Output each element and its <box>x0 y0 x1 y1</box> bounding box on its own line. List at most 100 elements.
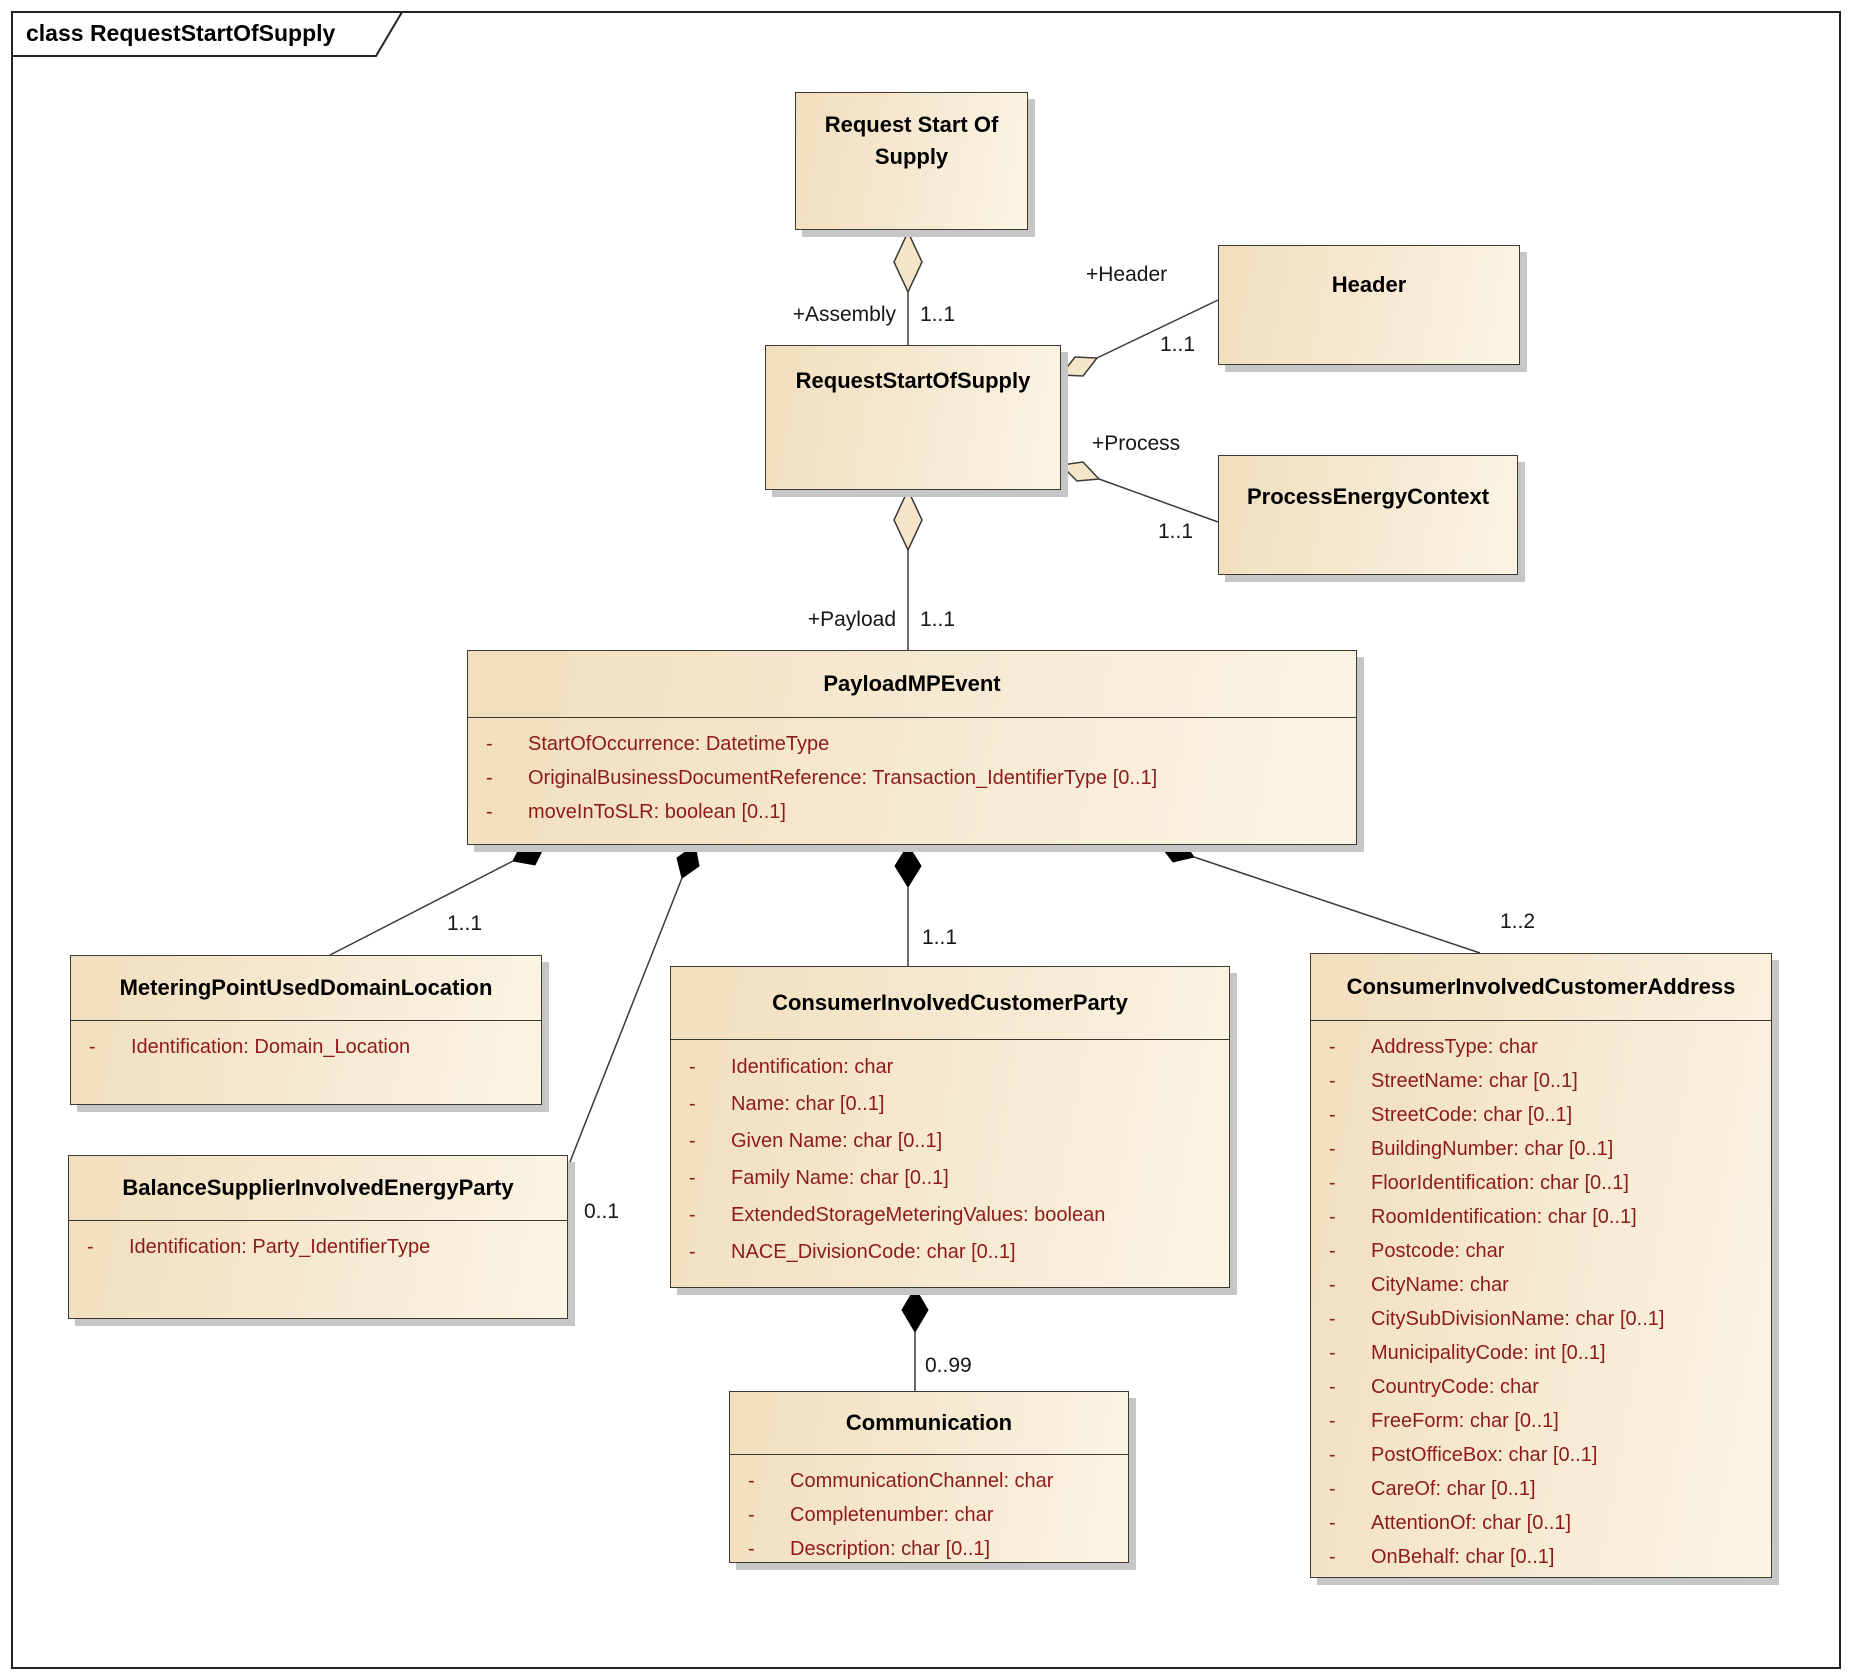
class-consumer-involved-customer-address[interactable]: ConsumerInvolvedCustomerAddress -Address… <box>1310 953 1772 1578</box>
visibility-marker: - <box>689 1130 696 1152</box>
visibility-marker: - <box>1329 1206 1336 1228</box>
class-title: ConsumerInvolvedCustomerParty <box>772 990 1128 1015</box>
class-metering-point-used-domain-location[interactable]: MeteringPointUsedDomainLocation -Identif… <box>70 955 542 1105</box>
attribute-text: Completenumber: char <box>790 1504 994 1526</box>
attribute-row: -Description: char [0..1] <box>730 1532 1122 1566</box>
attribute-list: -Identification: Domain_Location <box>71 1021 541 1064</box>
attribute-row: -StreetCode: char [0..1] <box>1311 1098 1765 1132</box>
label-process-mult: 1..1 <box>1158 520 1194 543</box>
attribute-row: - CountryCode: char <box>1311 1370 1765 1404</box>
attribute-text: CommunicationChannel: char <box>790 1470 1054 1492</box>
visibility-marker: - <box>1329 1274 1336 1296</box>
attribute-row: -AddressType: char <box>1311 1030 1765 1064</box>
attribute-row: -PostOfficeBox: char [0..1] <box>1311 1438 1765 1472</box>
visibility-marker: - <box>486 801 493 823</box>
attribute-row: - Family Name: char [0..1] <box>671 1160 1223 1197</box>
compartment-separator <box>69 1220 567 1221</box>
visibility-marker: - <box>87 1236 94 1258</box>
attribute-row: - Postcode: char <box>1311 1234 1765 1268</box>
attribute-row: -StartOfOccurrence: DatetimeType <box>468 727 1350 761</box>
compartment-separator <box>730 1454 1128 1455</box>
attribute-text: AttentionOf: char [0..1] <box>1371 1512 1572 1534</box>
attribute-row: - CareOf: char [0..1] <box>1311 1472 1765 1506</box>
class-title: PayloadMPEvent <box>823 671 1001 696</box>
attribute-row: -CitySubDivisionName: char [0..1] <box>1311 1302 1765 1336</box>
visibility-marker: - <box>1329 1512 1336 1534</box>
class-consumer-involved-customer-party[interactable]: ConsumerInvolvedCustomerParty - Identific… <box>670 966 1230 1288</box>
attribute-text: Postcode: char <box>1371 1240 1505 1262</box>
class-title: ConsumerInvolvedCustomerAddress <box>1346 974 1736 999</box>
diagram-title: class RequestStartOfSupply <box>26 20 336 46</box>
class-title: ProcessEnergyContext <box>1246 484 1490 509</box>
connector-metering <box>329 860 514 956</box>
aggregation-diamond-assembly <box>893 230 923 294</box>
class-title: RequestStartOfSupply <box>795 368 1031 393</box>
visibility-marker: - <box>1329 1104 1336 1126</box>
attribute-text: MunicipalityCode: int [0..1] <box>1371 1342 1606 1364</box>
class-process-energy-context[interactable]: ProcessEnergyContext <box>1218 455 1518 575</box>
label-payload-role: +Payload <box>807 608 896 631</box>
visibility-marker: - <box>1329 1070 1336 1092</box>
label-assembly-mult: 1..1 <box>920 303 956 326</box>
diagram-title-tab <box>11 11 404 57</box>
aggregation-diamond-payload <box>893 488 923 552</box>
label-address-mult: 1..2 <box>1500 910 1536 933</box>
attribute-text: Description: char [0..1] <box>790 1538 991 1560</box>
attribute-text: OnBehalf: char [0..1] <box>1371 1546 1555 1568</box>
attribute-row: -OriginalBusinessDocumentReference: Tran… <box>468 761 1350 795</box>
label-balance-mult: 0..1 <box>584 1200 620 1223</box>
visibility-marker: - <box>1329 1308 1336 1330</box>
attribute-text: CityName: char <box>1371 1274 1509 1296</box>
attribute-row: - Given Name: char [0..1] <box>671 1123 1223 1160</box>
attribute-row: -FreeForm: char [0..1] <box>1311 1404 1765 1438</box>
attribute-text: BuildingNumber: char [0..1] <box>1371 1138 1614 1160</box>
attribute-text: PostOfficeBox: char [0..1] <box>1371 1444 1598 1466</box>
visibility-marker: - <box>1329 1342 1336 1364</box>
attribute-row: - OnBehalf: char [0..1] <box>1311 1540 1765 1574</box>
attribute-text: Family Name: char [0..1] <box>731 1167 949 1189</box>
compartment-separator <box>671 1039 1229 1040</box>
attribute-text: CareOf: char [0..1] <box>1371 1478 1536 1500</box>
visibility-marker: - <box>89 1036 96 1058</box>
label-header-mult: 1..1 <box>1160 333 1196 356</box>
attribute-text: Given Name: char [0..1] <box>731 1130 943 1152</box>
visibility-marker: - <box>1329 1376 1336 1398</box>
class-communication[interactable]: Communication -CommunicationChannel: cha… <box>729 1391 1129 1563</box>
attribute-row: - AttentionOf: char [0..1] <box>1311 1506 1765 1540</box>
attribute-text: StartOfOccurrence: DatetimeType <box>528 733 830 755</box>
visibility-marker: - <box>1329 1546 1336 1568</box>
attribute-text: Identification: char <box>731 1056 894 1078</box>
visibility-marker: - <box>1329 1240 1336 1262</box>
attribute-text: CountryCode: char <box>1371 1376 1539 1398</box>
attribute-text: NACE_DivisionCode: char [0..1] <box>731 1241 1016 1263</box>
class-payload-mp-event[interactable]: PayloadMPEvent -StartOfOccurrence: Datet… <box>467 650 1357 845</box>
visibility-marker: - <box>689 1204 696 1226</box>
attribute-list: -StartOfOccurrence: DatetimeType-Origina… <box>468 718 1356 829</box>
visibility-marker: - <box>1329 1478 1336 1500</box>
connector-balance <box>565 877 683 1173</box>
attribute-text: OriginalBusinessDocumentReference: Trans… <box>528 767 1158 789</box>
visibility-marker: - <box>689 1056 696 1078</box>
attribute-row: -NACE_DivisionCode: char [0..1] <box>671 1234 1223 1271</box>
class-request-start-of-supply-doc[interactable]: Request Start Of Supply <box>795 92 1028 230</box>
class-balance-supplier-involved-energy-party[interactable]: BalanceSupplierInvolvedEnergyParty -Iden… <box>68 1155 568 1319</box>
label-payload-mult: 1..1 <box>920 608 956 631</box>
compartment-separator <box>71 1020 541 1021</box>
label-assembly-role: +Assembly <box>792 303 896 326</box>
attribute-row: -ExtendedStorageMeteringValues: boolean <box>671 1197 1223 1234</box>
attribute-row: - Identification: char <box>671 1049 1223 1086</box>
visibility-marker: - <box>689 1167 696 1189</box>
label-header-role: +Header <box>1086 263 1168 286</box>
class-request-start-of-supply[interactable]: RequestStartOfSupply <box>765 345 1061 490</box>
diagram-frame <box>11 11 1841 1669</box>
attribute-row: -Identification: Domain_Location <box>71 1030 535 1064</box>
class-title: BalanceSupplierInvolvedEnergyParty <box>122 1175 514 1200</box>
attribute-text: StreetName: char [0..1] <box>1371 1070 1578 1092</box>
label-party-mult: 1..1 <box>922 926 958 949</box>
attribute-row: -FloorIdentification: char [0..1] <box>1311 1166 1765 1200</box>
attribute-row: - StreetName: char [0..1] <box>1311 1064 1765 1098</box>
compartment-separator <box>1311 1020 1771 1021</box>
composition-diamond-communication <box>901 1287 929 1333</box>
class-header[interactable]: Header <box>1218 245 1520 365</box>
aggregation-diamond-header <box>1059 356 1099 377</box>
